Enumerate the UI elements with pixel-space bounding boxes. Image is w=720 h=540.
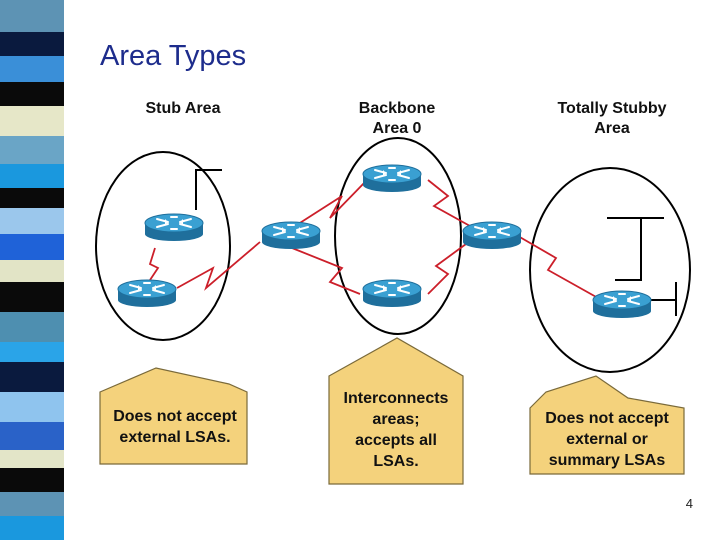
slide-title: Area Types (100, 40, 247, 72)
totally-stubby-area-label: Totally Stubby Area (557, 100, 667, 137)
router-icon (362, 164, 422, 193)
totally-stubby-callout-text: Does not accept external or summary LSAs (545, 410, 669, 469)
router-icon (592, 290, 652, 319)
callout-backbone (328, 337, 464, 485)
router-icon (362, 279, 422, 308)
page-number: 4 (685, 496, 693, 511)
serial-link (517, 235, 599, 299)
totally-stubby-area-boundary (529, 167, 691, 373)
backbone-callout-text: Interconnects areas; accepts all LSAs. (343, 390, 449, 470)
callout-stub (99, 367, 248, 465)
stub-top-ethernet (195, 169, 222, 210)
stub-callout-text: Does not accept external LSAs. (113, 408, 237, 446)
serial-link (148, 247, 160, 281)
router-icon (117, 279, 177, 308)
totally-stubby-ethernet (644, 282, 677, 316)
backbone-area-label: Backbone Area 0 (358, 100, 436, 137)
router-icon (144, 213, 204, 242)
callout-totally-stubby (529, 375, 685, 475)
serial-link (427, 179, 471, 227)
router-icon (462, 221, 522, 250)
serial-link (291, 179, 368, 229)
decorative-stripe (0, 0, 64, 540)
totally-stubby-ethernet (615, 218, 642, 281)
stub-area-label: Stub Area (145, 100, 221, 117)
serial-link (291, 247, 361, 295)
serial-link (427, 243, 467, 295)
backbone-area-boundary (334, 137, 462, 335)
router-icon (261, 221, 321, 250)
serial-link (176, 241, 261, 291)
stub-area-boundary (95, 151, 231, 341)
